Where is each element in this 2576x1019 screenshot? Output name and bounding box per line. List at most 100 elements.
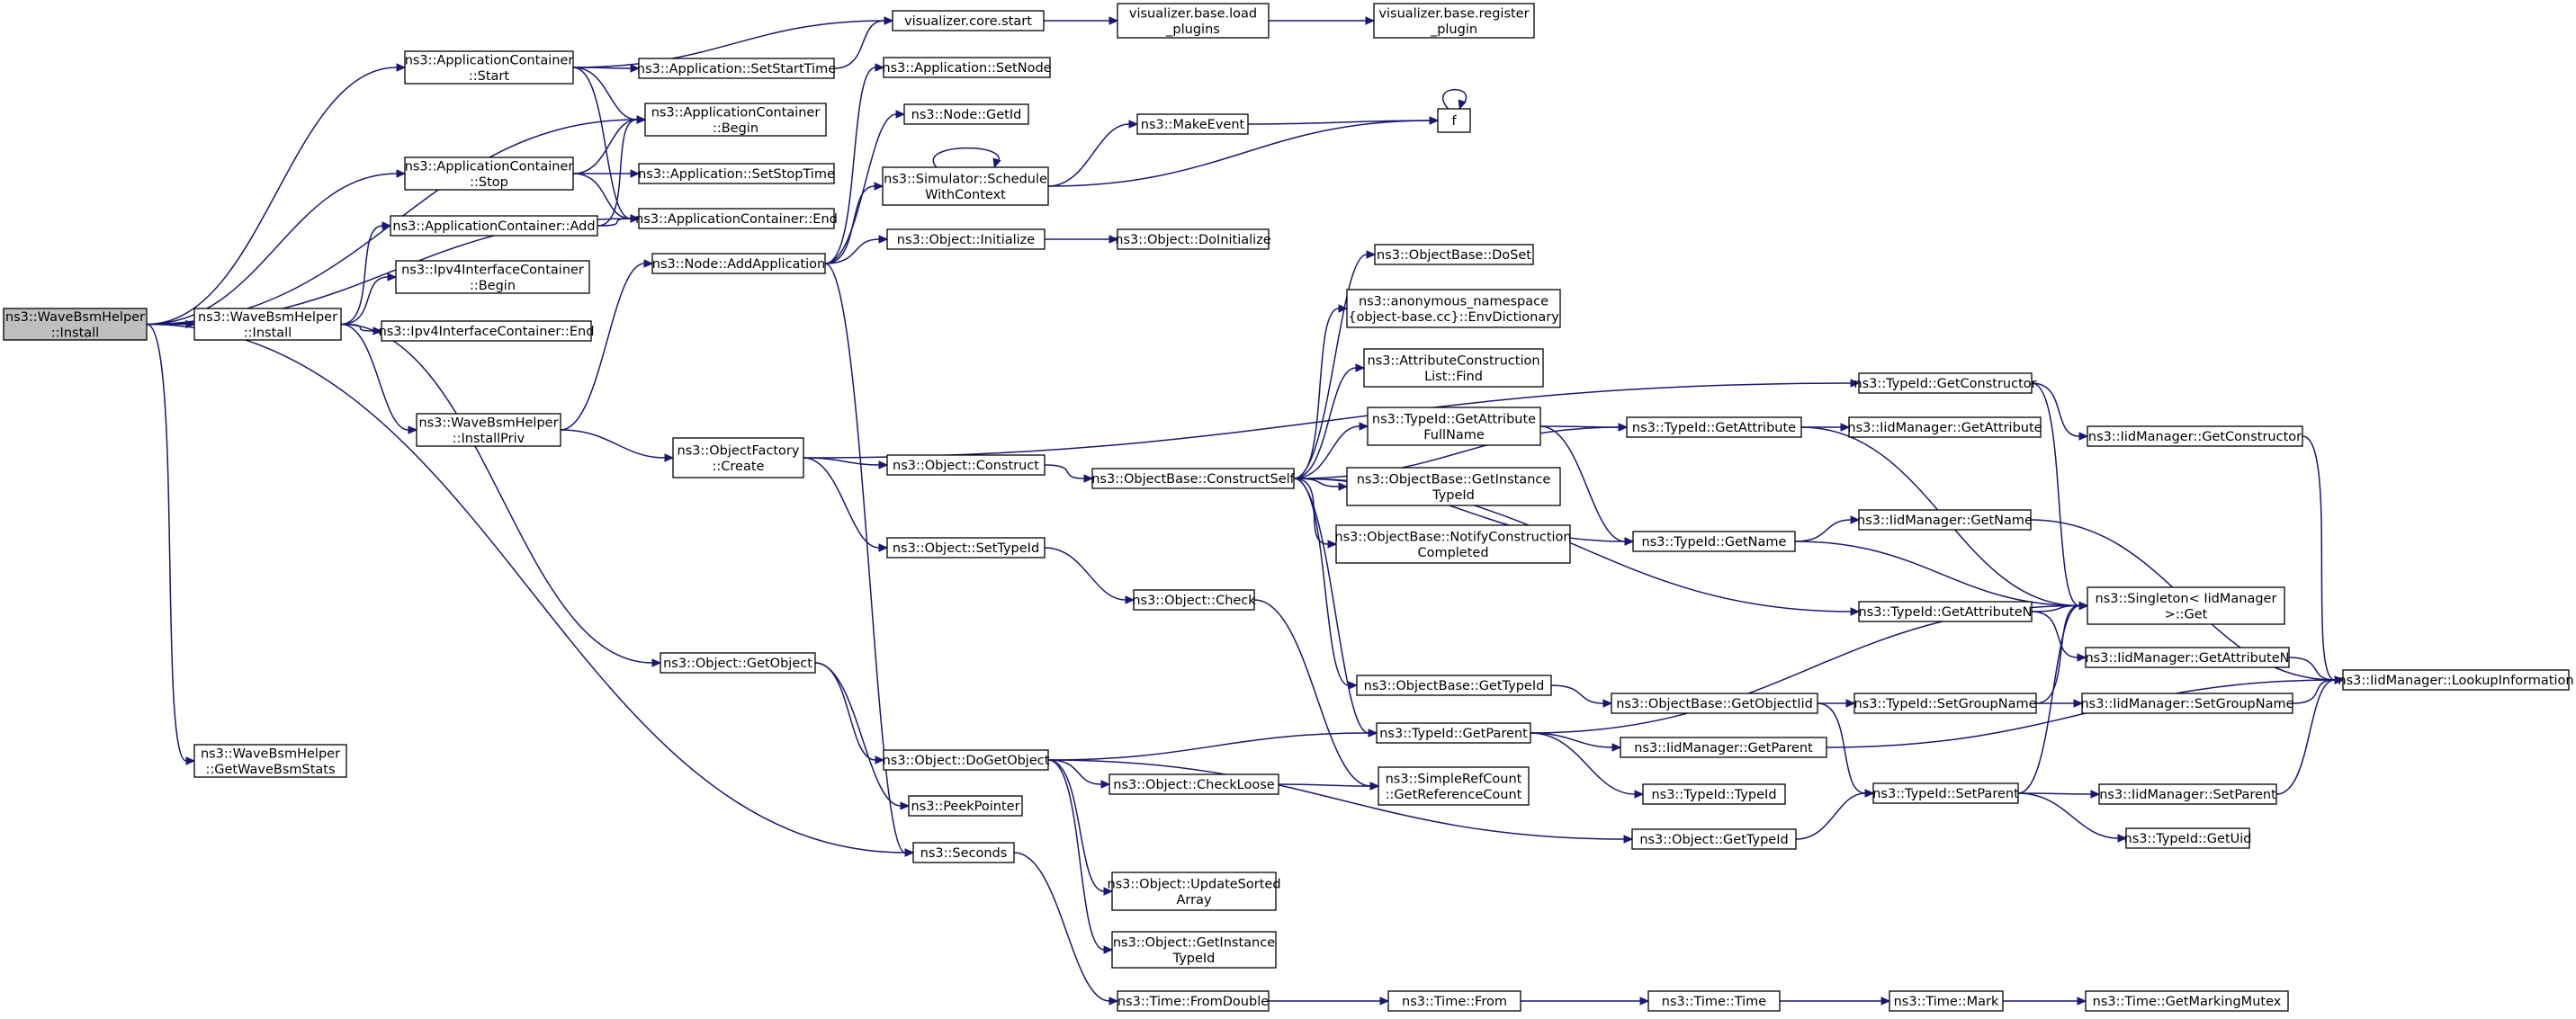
call-edge-object_getobject-to-object_dogetobject: [814, 662, 885, 764]
function-node-app_setnode[interactable]: ns3::Application::SetNode: [882, 57, 1052, 78]
function-node-time_time[interactable]: ns3::Time::Time: [1647, 990, 1781, 1012]
node-box: [1356, 675, 1552, 696]
function-node-vis_base_register[interactable]: visualizer.base.register_plugin: [1373, 3, 1535, 39]
function-node-root[interactable]: ns3::WaveBsmHelper::Install: [3, 308, 148, 341]
function-node-typeid_getuid[interactable]: ns3::TypeId::GetUid: [2124, 827, 2252, 849]
edge-line: [572, 119, 638, 174]
function-node-envdictionary[interactable]: ns3::anonymous_namespace{object-base.cc}…: [1346, 289, 1561, 328]
function-node-singleton_get[interactable]: ns3::Singleton< IidManager >::Get: [2087, 586, 2285, 625]
call-edge-node_addapp-to-seconds: [824, 263, 915, 857]
function-node-objbase_constructself[interactable]: ns3::ObjectBase::ConstructSelf: [1091, 468, 1296, 489]
arrow-head-icon: [185, 756, 196, 765]
function-node-time_mark[interactable]: ns3::Time::Mark: [1889, 990, 2004, 1012]
edge-line: [814, 662, 876, 761]
function-node-iid_setgroupname[interactable]: ns3::IidManager::SetGroupName: [2080, 693, 2294, 714]
node-box: [1117, 228, 1270, 250]
function-node-object_initialize[interactable]: ns3::Object::Initialize: [886, 228, 1046, 250]
function-node-object_dogetobject[interactable]: ns3::Object::DoGetObject: [883, 749, 1050, 771]
node-label-line: ns3::IidManager::SetParent: [2099, 788, 2276, 802]
function-node-objbase_doset[interactable]: ns3::ObjectBase::DoSet: [1374, 244, 1534, 265]
function-node-objbase_gettypeid[interactable]: ns3::ObjectBase::GetTypeId: [1356, 675, 1552, 696]
call-edge-vis_core_start-to-vis_base_load: [1044, 16, 1119, 25]
node-box: [1611, 693, 1818, 714]
call-edge-object_dogetobject-to-object_checkloose: [1047, 759, 1111, 789]
function-node-object_settypeid[interactable]: ns3::Object::SetTypeId: [886, 537, 1046, 559]
function-node-objfactory_create[interactable]: ns3::ObjectFactory::Create: [672, 437, 804, 478]
node-label-line: ns3::WaveBsmHelper: [5, 310, 145, 325]
function-node-wbh_getstats[interactable]: ns3::WaveBsmHelper::GetWaveBsmStats: [193, 744, 347, 778]
edge-line: [2017, 604, 2080, 794]
function-node-typeid_setparent[interactable]: ns3::TypeId::SetParent: [1872, 782, 2019, 804]
function-node-node_addapp[interactable]: ns3::Node::AddApplication: [651, 253, 826, 274]
function-node-object_gettypeid[interactable]: ns3::Object::GetTypeId: [1631, 828, 1797, 850]
function-node-typeid_getname[interactable]: ns3::TypeId::GetName: [1632, 531, 1796, 552]
function-node-object_check[interactable]: ns3::Object::Check: [1132, 589, 1256, 611]
call-edge-makeevent-to-f: [1247, 116, 1440, 125]
function-node-node_getid[interactable]: ns3::Node::GetId: [903, 103, 1029, 125]
function-node-iid_getname[interactable]: ns3::IidManager::GetName: [1857, 509, 2033, 531]
function-node-appc_add[interactable]: ns3::ApplicationContainer::Add: [390, 215, 598, 237]
edge-line: [560, 263, 645, 431]
function-node-appc_start[interactable]: ns3::ApplicationContainer::Start: [404, 50, 574, 85]
function-node-makeevent[interactable]: ns3::MakeEvent: [1136, 113, 1249, 135]
function-node-simplerefcount[interactable]: ns3::SimpleRefCount::GetReferenceCount: [1378, 766, 1530, 806]
function-node-appc_stop[interactable]: ns3::ApplicationContainer::Stop: [404, 156, 574, 191]
node-label-line: ns3::ApplicationContainer::End: [635, 212, 838, 227]
function-node-time_getmarkingmutex[interactable]: ns3::Time::GetMarkingMutex: [2085, 990, 2289, 1012]
edge-line: [1530, 732, 1613, 748]
arrow-head-icon: [2078, 601, 2089, 611]
function-node-object_doinitialize[interactable]: ns3::Object::DoInitialize: [1115, 228, 1271, 250]
function-node-seconds[interactable]: ns3::Seconds: [912, 842, 1015, 863]
function-node-peekpointer[interactable]: ns3::PeekPointer: [908, 795, 1023, 817]
function-node-iid_setparent[interactable]: ns3::IidManager::SetParent: [2098, 783, 2277, 805]
node-label-line: ns3::Object::GetTypeId: [1639, 833, 1788, 847]
function-node-objbase_notifyconstruction[interactable]: ns3::ObjectBase::NotifyConstructionCompl…: [1334, 524, 1572, 564]
function-node-app_setstoptime[interactable]: ns3::Application::SetStopTime: [638, 163, 835, 184]
function-node-ipv4_end[interactable]: ns3::Ipv4InterfaceContainer::End: [379, 320, 595, 342]
call-edge-node_addapp-to-node_getid: [824, 110, 906, 264]
arrow-head-icon: [1338, 482, 1349, 491]
function-node-object_checkloose[interactable]: ns3::Object::CheckLoose: [1108, 773, 1279, 795]
function-node-wbh_installpriv[interactable]: ns3::WaveBsmHelper::InstallPriv: [416, 413, 561, 447]
call-edge-typeid_getattrfullname-to-typeid_getname: [1539, 425, 1635, 546]
call-edge-root-to-wbh_getstats: [146, 323, 196, 765]
node-label-line: ns3::ObjectBase::GetObjectIid: [1616, 697, 1813, 711]
function-node-typeid_typeid[interactable]: ns3::TypeId::TypeId: [1642, 783, 1786, 805]
function-node-typeid_getparent[interactable]: ns3::TypeId::GetParent: [1376, 722, 1531, 744]
function-node-time_fromdouble[interactable]: ns3::Time::FromDouble: [1117, 990, 1270, 1012]
function-node-vis_base_load[interactable]: visualizer.base.load_plugins: [1117, 3, 1270, 39]
arrow-head-icon: [2073, 699, 2084, 708]
node-label-line: ns3::ObjectBase::NotifyConstruction: [1334, 530, 1571, 544]
function-node-iid_getconstructor[interactable]: ns3::IidManager::GetConstructor: [2087, 425, 2303, 447]
function-node-typeid_setgroupname[interactable]: ns3::TypeId::SetGroupName: [1853, 693, 2037, 714]
node-label-line: ns3::TypeId::GetAttribute: [1632, 421, 1796, 435]
function-node-typeid_getattribute[interactable]: ns3::TypeId::GetAttribute: [1626, 416, 1802, 438]
function-node-appc_end[interactable]: ns3::ApplicationContainer::End: [635, 208, 838, 229]
function-node-objbase_getobjectiid[interactable]: ns3::ObjectBase::GetObjectIid: [1611, 693, 1818, 714]
call-edge-root-to-appc_start: [146, 63, 407, 326]
node-box: [1091, 468, 1295, 489]
function-node-app_setstarttime[interactable]: ns3::Application::SetStartTime: [637, 58, 836, 79]
function-node-iid_getattribute[interactable]: ns3::IidManager::GetAttribute: [1847, 416, 2042, 438]
edge-line: [340, 225, 383, 326]
function-node-typeid_getconstructor[interactable]: ns3::TypeId::GetConstructor: [1853, 372, 2037, 394]
function-node-object_construct[interactable]: ns3::Object::Construct: [886, 454, 1046, 476]
function-node-iid_getparent[interactable]: ns3::IidManager::GetParent: [1620, 737, 1827, 758]
function-node-time_from[interactable]: ns3::Time::From: [1387, 990, 1521, 1012]
function-node-vis_core_start[interactable]: visualizer.core.start: [892, 10, 1045, 31]
function-node-wbh_install[interactable]: ns3::WaveBsmHelper::Install: [193, 308, 342, 341]
function-node-iid_getattributen[interactable]: ns3::IidManager::GetAttributeN: [2085, 647, 2290, 668]
function-node-object_getobject[interactable]: ns3::Object::GetObject: [660, 652, 816, 674]
function-node-f[interactable]: f: [1437, 108, 1471, 133]
function-node-ipv4_begin[interactable]: ns3::Ipv4InterfaceContainer::Begin: [395, 260, 590, 294]
function-node-iid_lookupinformation[interactable]: ns3::IidManager::LookupInformation: [2338, 669, 2574, 691]
function-node-typeid_getattributen[interactable]: ns3::TypeId::GetAttributeN: [1858, 601, 2033, 622]
edge-line: [833, 20, 885, 69]
function-node-appc_begin[interactable]: ns3::ApplicationContainer::Begin: [644, 103, 827, 137]
